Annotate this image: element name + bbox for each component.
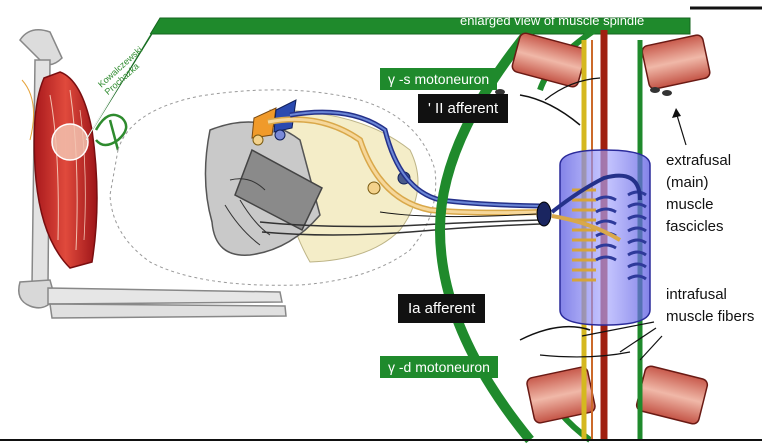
gamma-d-motoneuron-label: γ -d motoneuron (380, 356, 498, 378)
ia-cell-body (368, 182, 380, 194)
nerve-bundle-entry (537, 202, 551, 226)
left-spindle-boundary (440, 30, 530, 440)
forearm-bone-lower (50, 304, 286, 318)
intrafusal-label: intrafusal muscle fibers (666, 284, 760, 328)
enlarged-view-label: enlarged view of muscle spindle (460, 13, 644, 28)
forearm-bone-upper (48, 288, 282, 304)
gamma-s-motoneuron-label: γ -s motoneuron (380, 68, 497, 90)
fascicle-bottom-right (635, 365, 708, 425)
ia-afferent-label: Ia afferent (398, 294, 485, 323)
fascicle-top-right (641, 34, 711, 90)
ii-afferent-label: ' II afferent (418, 94, 508, 123)
fascicle-top-left (511, 32, 587, 88)
extrafusal-label: extrafusal (main) muscle fascicles (666, 150, 760, 238)
spindle-highlight (52, 124, 88, 160)
